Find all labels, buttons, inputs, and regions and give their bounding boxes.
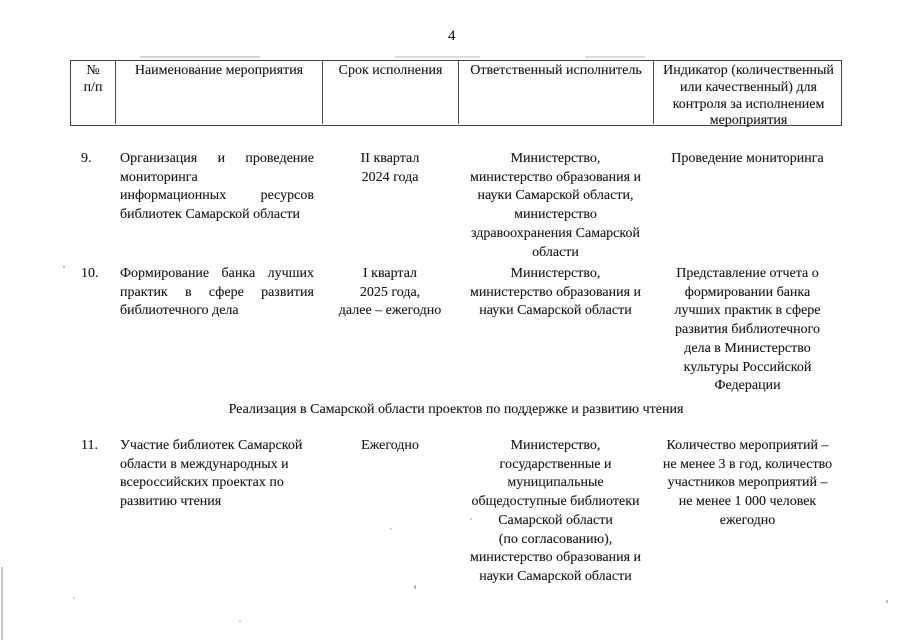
header-cell-term: Срок исполнения — [323, 61, 459, 124]
cell-term: II квартал 2024 года — [360, 151, 420, 185]
scan-edge-line — [1, 567, 3, 640]
scan-smudge — [585, 56, 645, 58]
cell-term: Ежегодно — [361, 438, 419, 453]
scan-speck — [886, 600, 888, 603]
header-cell-name: Наименование мероприятия — [116, 61, 323, 124]
table-row: 11. Участие библиотек Самарской области … — [70, 437, 842, 587]
scan-speck — [63, 266, 65, 268]
row-number: 11. — [81, 438, 98, 453]
header-cell-executor: Ответственный исполнитель — [459, 61, 654, 124]
cell-indicator: Проведение мониторинга — [671, 151, 824, 166]
measures-table: № п/п Наименование мероприятия Срок испо… — [70, 60, 842, 587]
cell-measure-name: Участие библиотек Самарской области в ме… — [120, 438, 303, 510]
table-header-row: № п/п Наименование мероприятия Срок испо… — [70, 60, 842, 129]
cell-indicator: Количество мероприятий – не менее 3 в го… — [662, 438, 833, 528]
table-section-header: Реализация в Самарской области проектов … — [228, 402, 684, 417]
header-cell-indicator: Индикатор (количественный или качественн… — [663, 63, 834, 129]
cell-executor: Министерство, государственные и муниципа… — [469, 438, 642, 584]
scan-smudge — [395, 56, 480, 58]
row-number: 9. — [81, 151, 92, 166]
scan-smudge — [140, 56, 260, 58]
page-number: 4 — [448, 28, 456, 44]
header-cell-num: № п/п — [71, 61, 116, 124]
cell-indicator: Представление отчета о формировании банк… — [674, 266, 821, 394]
scan-speck — [239, 620, 241, 622]
row-number: 10. — [81, 266, 99, 281]
scan-speck — [73, 597, 75, 599]
cell-term: I квартал 2025 года, далее – ежегодно — [338, 266, 442, 319]
cell-executor: Министерство, министерство образования и… — [469, 266, 642, 319]
cell-executor: Министерство, министерство образования и… — [469, 151, 642, 260]
